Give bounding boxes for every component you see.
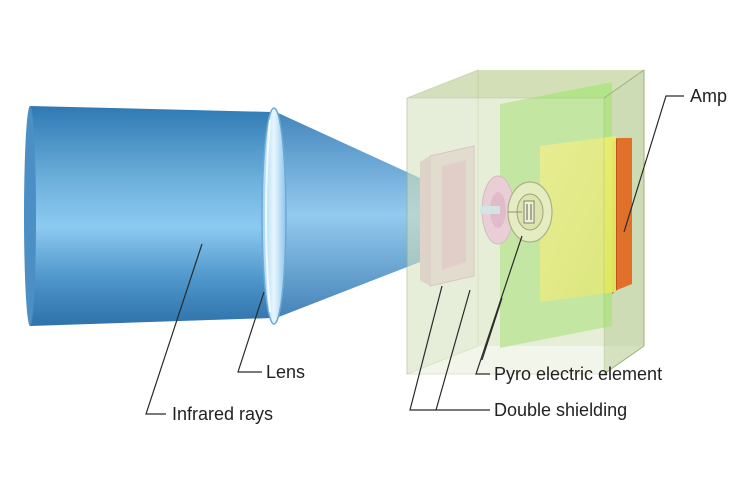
leader-shield-inner: [435, 289, 471, 411]
front-window-inner: [442, 160, 466, 270]
outer-shield-front-left: [406, 69, 479, 375]
label-pyro-electric-element: Pyro electric element: [494, 364, 662, 384]
leader-shield-green: [481, 297, 503, 361]
label-lens: Lens: [266, 362, 305, 382]
pyro-element-chip: [523, 200, 535, 224]
outer-shield-edge: [603, 69, 645, 99]
outer-shield-front: [406, 97, 605, 375]
leader-lens: [237, 291, 265, 373]
infrared-beam: [27, 106, 272, 326]
leader-shield-outer: [409, 285, 490, 411]
front-window-side: [420, 156, 430, 286]
label-amp: Amp: [690, 86, 727, 106]
sensor-beam-link: [480, 206, 500, 214]
yellow-circuit-plate: [540, 136, 616, 302]
lens-highlight: [265, 119, 271, 313]
label-infrared-rays: Infrared rays: [172, 404, 273, 424]
outer-shield-edge-2: [603, 345, 645, 375]
label-double-shielding: Double shielding: [494, 400, 627, 420]
converging-cone: [276, 112, 420, 318]
leader-amp: [623, 95, 684, 233]
beam-back-cap: [24, 106, 36, 326]
leader-infrared-rays: [145, 243, 203, 415]
leader-pyro-element: [475, 235, 523, 375]
amp-board: [617, 138, 632, 290]
